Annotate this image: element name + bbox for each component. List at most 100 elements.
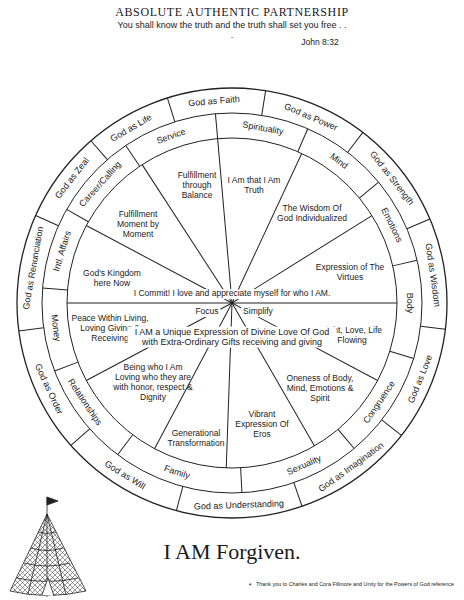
- ring-segment: God as Life: [108, 112, 153, 144]
- ring-divider: [393, 260, 417, 266]
- segment-label: God as Life: [108, 112, 153, 144]
- ring-divider: [359, 182, 378, 198]
- segment-label: God as Power: [283, 101, 339, 132]
- segment-label: Relationships: [66, 377, 105, 427]
- ring-divider: [382, 420, 402, 435]
- sector-lines: [67, 139, 397, 468]
- sector-text: I Am that I Am Truth: [227, 175, 282, 195]
- ring-divider: [91, 141, 107, 160]
- ring-divider: [176, 487, 182, 511]
- ring-segment: Family: [163, 463, 191, 481]
- segment-label: Emotions: [379, 206, 404, 244]
- wheel-sector: The Wisdom Of God Individualized: [277, 203, 347, 223]
- segment-label: Family: [163, 463, 191, 481]
- wheel-sector: Fulfillment through Balance: [167, 170, 227, 200]
- ring-segment: Relationships: [66, 377, 105, 427]
- wheel-sector: Vibrant Expression Of Eros: [235, 409, 290, 439]
- segment-label: God as Wisdom: [423, 242, 442, 307]
- ring-segment: Money: [49, 314, 63, 342]
- ring-divider: [167, 98, 175, 122]
- ring-divider: [390, 351, 414, 358]
- sector-text: Expression of The Virtues: [315, 262, 385, 282]
- tepee-rib: [28, 514, 66, 597]
- ring-segment: Mind: [328, 151, 350, 171]
- sector-text: Fulfillment Moment by Moment: [108, 209, 168, 239]
- ring-divider: [298, 129, 308, 152]
- ring-divider: [118, 435, 133, 455]
- ring-segment: God as Power: [283, 101, 339, 132]
- ring-segment: Body: [405, 293, 415, 314]
- sector-text: Generational Transformation: [161, 428, 231, 448]
- ring-divider: [71, 429, 90, 446]
- ring-segment: Emotions: [379, 206, 404, 244]
- sector-line: [218, 139, 232, 303]
- ring-segment: Service: [155, 126, 187, 146]
- segment-label: God as Understanding: [194, 499, 284, 512]
- ring-segment: God as Imagination: [316, 440, 385, 494]
- ring-divider: [36, 216, 59, 226]
- segment-label: God as Order: [32, 362, 64, 416]
- ring-segment: God as Wisdom: [423, 242, 442, 307]
- ring-segment: Congruence: [361, 379, 397, 425]
- text-label: *: [249, 582, 252, 590]
- middle-ring: [42, 113, 422, 493]
- ring-divider: [348, 132, 363, 152]
- ring-divider: [407, 219, 430, 229]
- ring-divider: [55, 362, 78, 371]
- diagram-title: ABSOLUTE AUTHENTIC PARTNERSHIP: [0, 5, 464, 20]
- segment-label: God as Renunciation: [20, 226, 44, 311]
- ring-segment: God as Faith: [188, 94, 240, 108]
- wheel-sector: Fulfillment Moment by Moment: [108, 209, 168, 239]
- wheel-sector: I Am that I Am Truth: [227, 175, 282, 195]
- ring-segment: God as Understanding: [194, 499, 284, 512]
- text-label: Simplify: [241, 307, 275, 317]
- ring-divider: [338, 429, 354, 448]
- segment-label: God as Love: [406, 353, 434, 404]
- ring-divider: [43, 288, 68, 290]
- segment-label: Service: [155, 126, 187, 146]
- text-label: I AM a Unique Expression of Divine Love …: [128, 327, 337, 348]
- wheel-sector: Oneness of Body, Mind, Emotions & Spirit: [284, 373, 356, 403]
- middle-dividers: [43, 114, 418, 493]
- ring-divider: [262, 91, 266, 116]
- ring-divider: [126, 145, 140, 166]
- wheel-sector: Being who I Am Loving who they are with …: [113, 362, 193, 402]
- ring-divider: [215, 114, 217, 139]
- tepee-cone: [10, 514, 86, 596]
- flag: [47, 497, 58, 505]
- tepee-illustration: [10, 497, 86, 597]
- sector-text: God's Kingdom here Now: [77, 268, 147, 288]
- ring-divider: [67, 209, 89, 221]
- segment-label: Body: [405, 293, 415, 314]
- ring-segment: Spirituality: [241, 120, 284, 137]
- wheel-sector: God's Kingdom here Now: [77, 268, 147, 288]
- wheel-sector: Expression of The Virtues: [315, 262, 385, 282]
- wheel: [17, 88, 447, 518]
- segment-label: God as Faith: [188, 94, 240, 108]
- tepee-band: [17, 532, 78, 582]
- ring-divider: [241, 468, 242, 493]
- segment-label: God as Will: [103, 458, 147, 491]
- sector-text: Oneness of Body, Mind, Emotions & Spirit: [284, 373, 356, 403]
- ring-divider: [19, 328, 44, 331]
- sector-line: [142, 165, 232, 303]
- tepee-door: [42, 578, 54, 596]
- outer-ring: [17, 88, 447, 518]
- ring-divider: [421, 326, 446, 329]
- ring-segment: God as Love: [406, 353, 434, 404]
- text-label: I Commit! I love and appreciate myself f…: [132, 289, 333, 299]
- segment-label: Money: [49, 314, 63, 342]
- segment-label: Mind: [328, 151, 350, 171]
- text-label: I AM Forgiven.: [163, 539, 300, 564]
- sector-text: Fulfillment through Balance: [167, 170, 227, 200]
- segment-label: Spirituality: [241, 120, 284, 137]
- text-label: John 8:32: [301, 38, 338, 48]
- segment-label: Congruence: [361, 379, 397, 425]
- sector-text: Vibrant Expression Of Eros: [235, 409, 290, 439]
- sector-text: Being who I Am Loving who they are with …: [113, 362, 193, 402]
- inner-circle: [67, 138, 397, 468]
- text-label: Thank you to Charles and Cora Fillmore a…: [256, 581, 462, 587]
- ring-divider: [294, 483, 302, 507]
- text-label: Focus: [193, 307, 220, 317]
